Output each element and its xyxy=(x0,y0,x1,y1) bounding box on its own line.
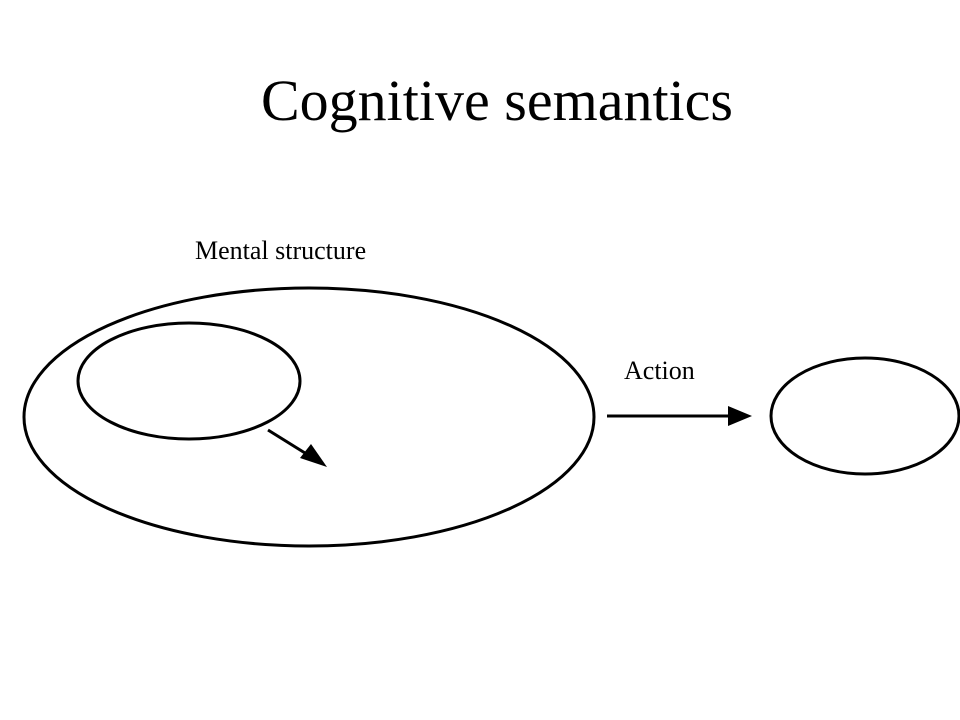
slide-title: Cognitive semantics xyxy=(261,68,733,133)
action-label: Action xyxy=(624,356,695,385)
inner-arrow xyxy=(267,428,327,467)
mental-structure-label: Mental structure xyxy=(195,236,367,265)
action-target-ellipse xyxy=(769,356,960,476)
mental-structure-ellipse xyxy=(22,286,596,548)
inner-concept-ellipse xyxy=(76,321,302,441)
action-arrow xyxy=(607,406,752,426)
